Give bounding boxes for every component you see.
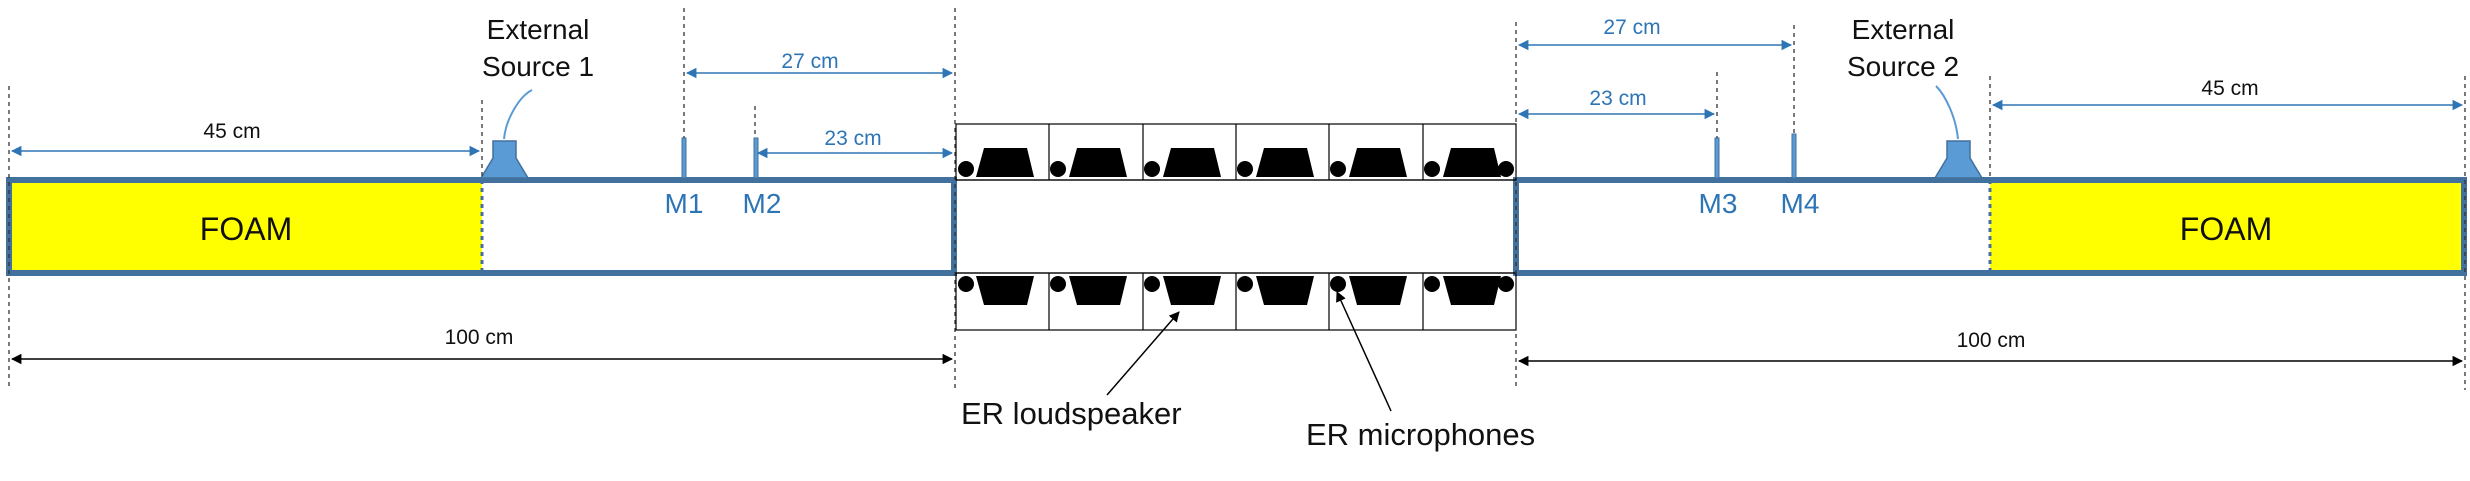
microphone-icon [753,137,759,179]
mic-label-m2: M2 [743,188,782,219]
source-1-label-line2: Source 1 [482,51,594,82]
trapezoid-speaker-icon [1443,148,1501,177]
er-loudspeaker-pointer [1106,311,1180,396]
microphone-icon [681,137,687,179]
foam-right-label: FOAM [2180,211,2272,247]
dim-right-45-label: 45 cm [2201,77,2258,100]
dim-left-45-label: 45 cm [203,120,260,143]
dot-microphone-icon [1498,276,1514,292]
left-duct: FOAM [6,177,957,276]
dot-microphone-icon [1144,276,1160,292]
mic-label-m3: M3 [1699,188,1738,219]
extension-lines [8,8,2466,390]
er-microphones-pointer [1336,291,1392,412]
external-source-1: External Source 1 [479,14,594,179]
trapezoid-speaker-icon [1163,276,1221,305]
dot-microphone-icon [1424,276,1440,292]
dot-microphone-icon [1144,161,1160,177]
dim-right-23-label: 23 cm [1589,87,1646,110]
loudspeaker-icon [1933,140,1984,179]
er-microphones-label: ER microphones [1306,417,1535,452]
dot-microphone-icon [1050,276,1066,292]
foam-left-label: FOAM [200,211,292,247]
mic-label-m1: M1 [665,188,704,219]
er-loudspeaker-label: ER loudspeaker [961,396,1182,431]
external-source-2: External Source 2 [1847,14,1984,179]
er-section [955,123,1517,331]
trapezoid-speaker-icon [976,276,1034,305]
mic-label-m4: M4 [1781,188,1820,219]
dot-microphone-icon [1330,276,1346,292]
dim-left-23-label: 23 cm [824,127,881,150]
dot-microphone-icon [958,276,974,292]
dot-microphone-icon [1237,161,1253,177]
trapezoid-speaker-icon [1443,276,1501,305]
source-1-leader [503,89,533,140]
dim-left-100-label: 100 cm [445,326,514,349]
trapezoid-speaker-icon [976,148,1034,177]
er-speakers-bottom [976,276,1501,305]
source-2-label-line2: Source 2 [1847,51,1959,82]
foam-left [12,183,482,270]
trapezoid-speaker-icon [1163,148,1221,177]
dot-microphone-icon [1424,161,1440,177]
dim-left-27-label: 27 cm [781,50,838,73]
microphone-icon [1714,137,1720,179]
dot-microphone-icon [1330,161,1346,177]
trapezoid-speaker-icon [1349,276,1407,305]
trapezoid-speaker-icon [1256,276,1314,305]
er-mics-top [958,161,1514,177]
dim-right-27-label: 27 cm [1603,16,1660,39]
er-mics-bottom [958,276,1514,292]
dot-microphone-icon [1237,276,1253,292]
trapezoid-speaker-icon [1256,148,1314,177]
trapezoid-speaker-icon [1349,148,1407,177]
loudspeaker-icon [479,140,530,179]
trapezoid-speaker-icon [1069,148,1127,177]
source-1-label-line1: External [487,14,590,45]
microphone-icon [1791,133,1797,179]
dot-microphone-icon [1498,161,1514,177]
dim-right-100-label: 100 cm [1957,329,2026,352]
dimension-lines [10,39,2464,367]
dot-microphone-icon [958,161,974,177]
trapezoid-speaker-icon [1069,276,1127,305]
er-speakers-top [976,148,1501,177]
source-2-leader [1935,85,1959,140]
right-duct: FOAM [1513,177,2467,276]
foam-right [1990,183,2461,270]
dot-microphone-icon [1050,161,1066,177]
source-2-label-line1: External [1852,14,1955,45]
er-callouts [1106,291,1392,412]
